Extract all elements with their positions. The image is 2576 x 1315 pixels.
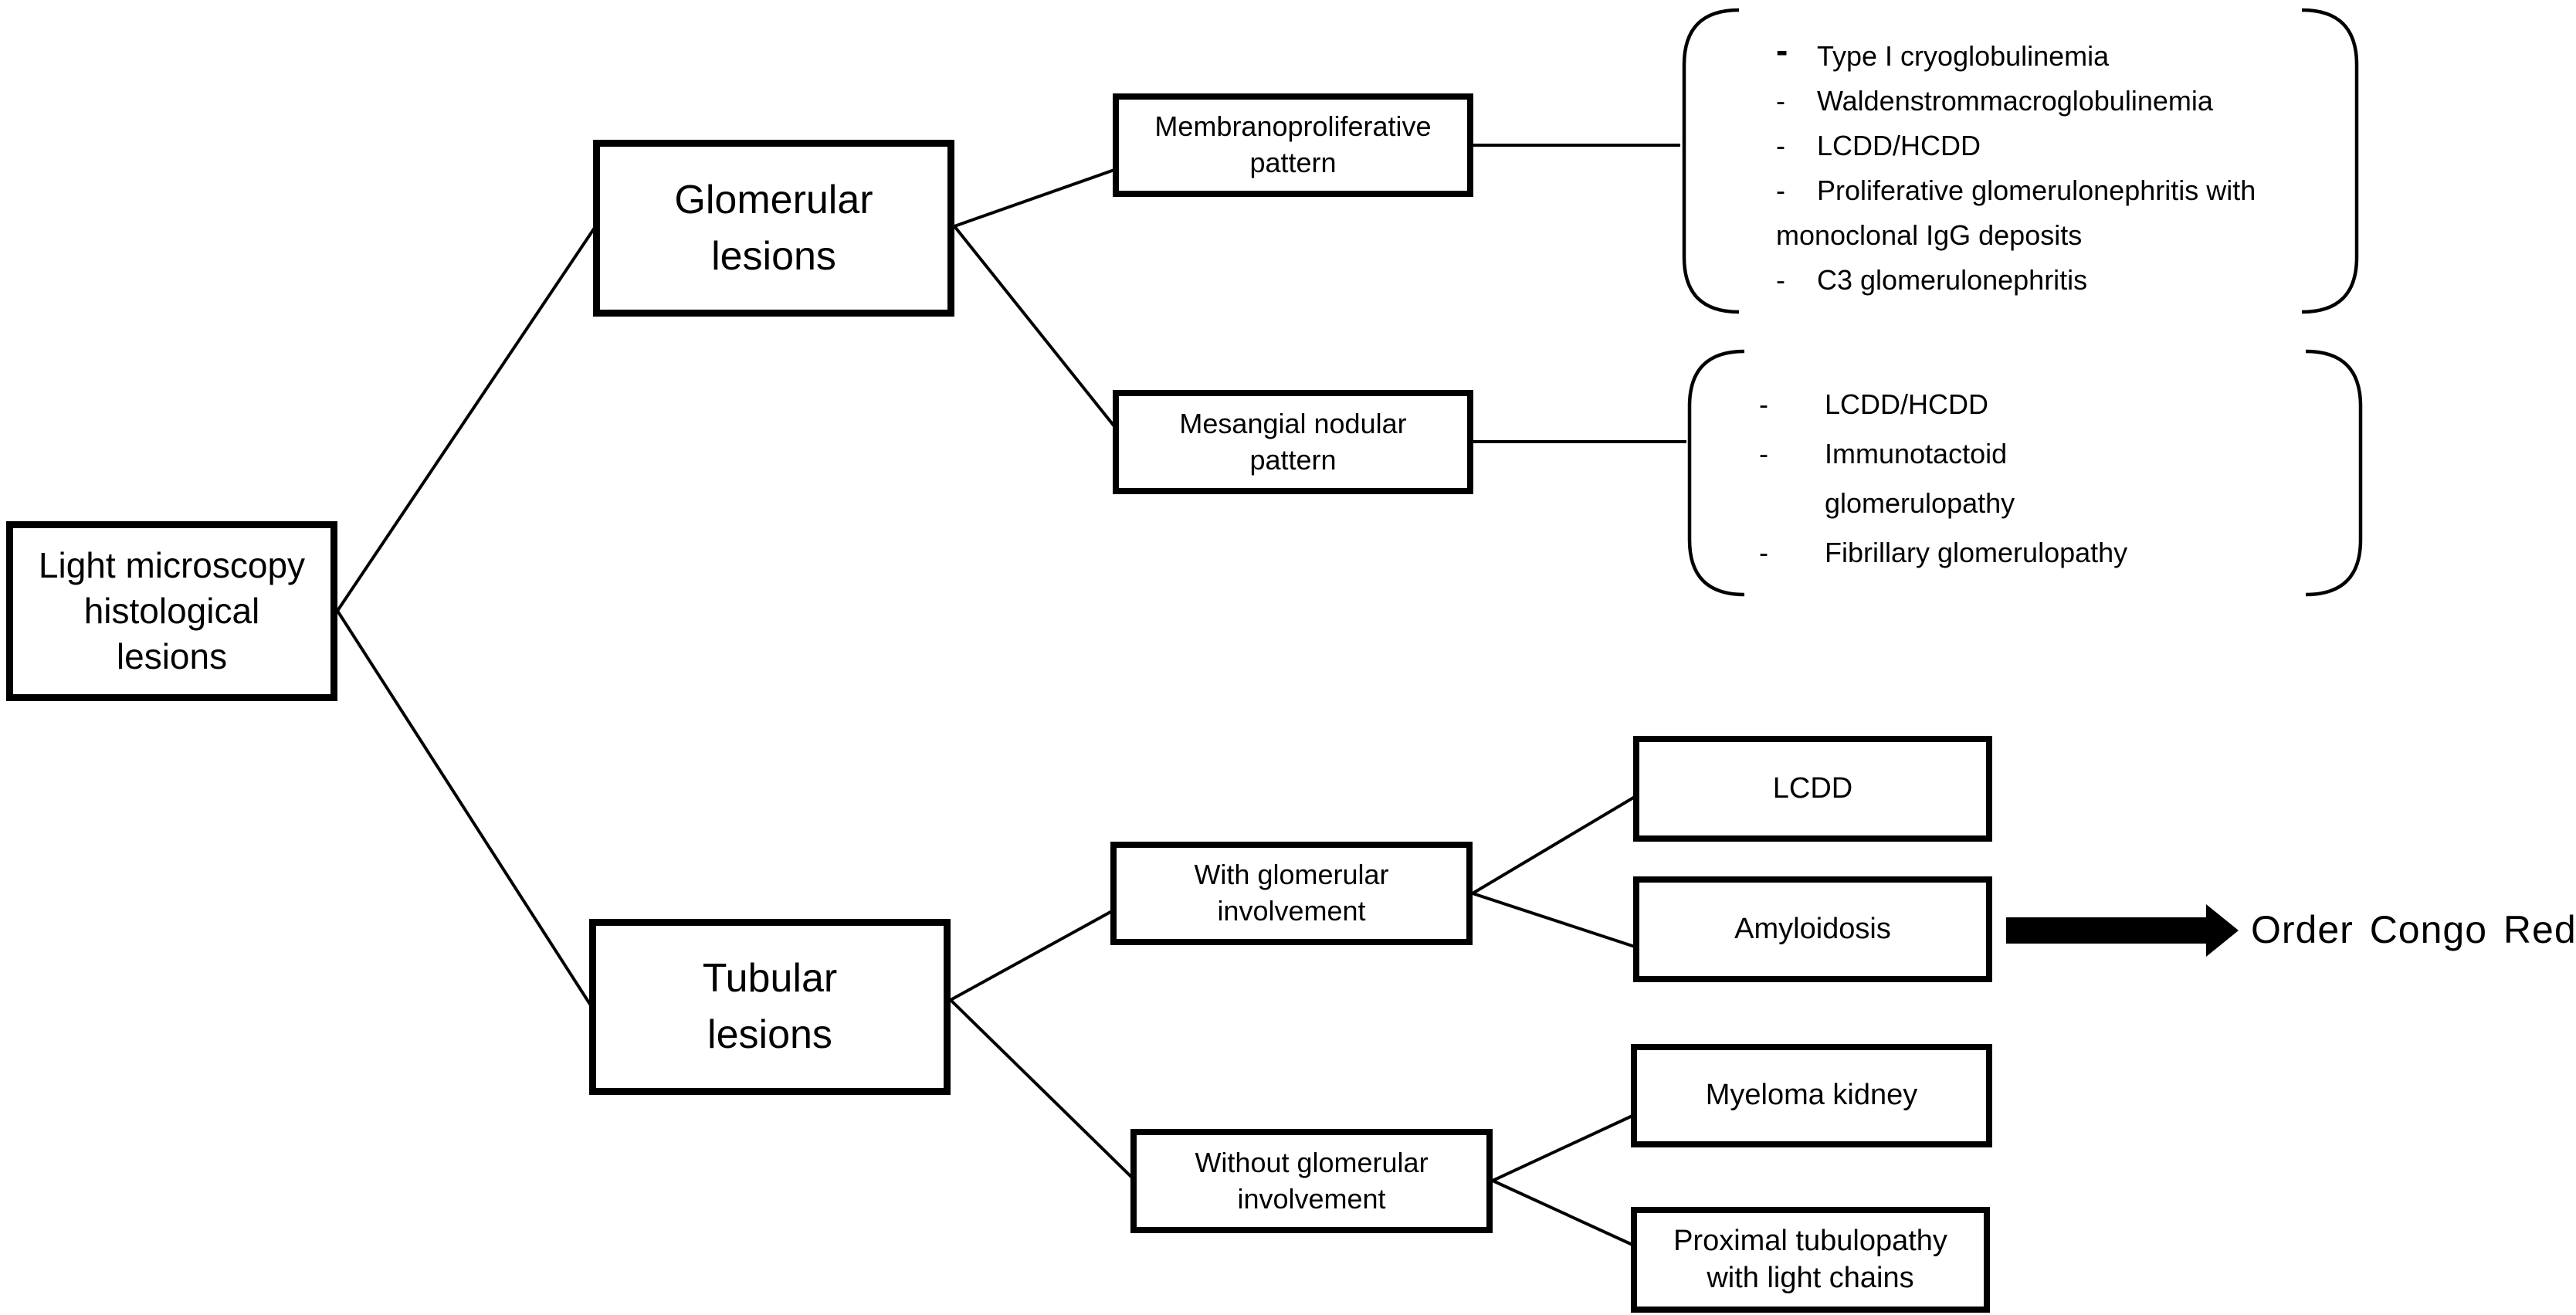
connector-tubular-without bbox=[949, 998, 1134, 1179]
bullet-dash: - bbox=[1759, 438, 1768, 469]
right-bracket-icon bbox=[2305, 349, 2363, 597]
list-item: -Waldenstrommacroglobulinemia bbox=[1776, 79, 2347, 124]
without-glomerular-involvement-node: Without glomerular involvement bbox=[1130, 1129, 1493, 1233]
connector-tubular-with bbox=[950, 910, 1113, 1002]
amyloidosis-label: Amyloidosis bbox=[1734, 912, 1891, 945]
bullet-dash: - bbox=[1776, 85, 1785, 117]
list-item-text: Fibrillary glomerulopathy bbox=[1825, 537, 2128, 568]
myeloma-kidney-label: Myeloma kidney bbox=[1705, 1079, 1918, 1112]
mesangial-nodular-pattern-label: Mesangial nodular pattern bbox=[1179, 407, 1407, 476]
connector-with-amyloidosis bbox=[1472, 892, 1635, 948]
list-item-text: Proliferative glomerulonephritis with mo… bbox=[1776, 175, 2256, 251]
bullet-dash: - bbox=[1776, 30, 1788, 70]
connector-without-proximal bbox=[1492, 1179, 1633, 1246]
with-glomerular-involvement-node: With glomerular involvement bbox=[1110, 842, 1473, 945]
connector-root-tubular bbox=[336, 609, 592, 1007]
list-item: -C3 glomerulonephritis bbox=[1776, 258, 2347, 303]
membranoproliferative-pattern-node: Membranoproliferative pattern bbox=[1113, 93, 1473, 197]
list-item: - LCDD/HCDD bbox=[1776, 124, 2347, 168]
membranoproliferative-diagnoses-list: -Type I cryoglobulinemia -Waldenstrommac… bbox=[1776, 28, 2347, 303]
bullet-dash: - bbox=[1776, 264, 1785, 296]
lcdd-node: LCDD bbox=[1633, 736, 1992, 842]
list-item-text: LCDD/HCDD bbox=[1825, 388, 1989, 420]
glomerular-lesions-node: Glomerular lesions bbox=[593, 140, 954, 317]
without-glomerular-involvement-label: Without glomerular involvement bbox=[1195, 1146, 1429, 1215]
list-item: - Fibrillary glomerulopathy bbox=[1759, 528, 2300, 578]
amyloidosis-node: Amyloidosis bbox=[1633, 876, 1992, 982]
left-bracket-icon bbox=[1682, 8, 1740, 314]
tubular-lesions-label: Tubular lesions bbox=[702, 956, 838, 1057]
list-item-text: Type I cryoglobulinemia bbox=[1817, 40, 2110, 72]
bullet-dash: - bbox=[1759, 388, 1768, 420]
myeloma-kidney-node: Myeloma kidney bbox=[1631, 1044, 1992, 1147]
connector-glomerular-membranoproliferative bbox=[954, 168, 1115, 228]
proximal-tubulopathy-label: Proximal tubulopathy with light chains bbox=[1673, 1225, 1947, 1294]
root-node: Light microscopy histological lesions bbox=[6, 521, 337, 701]
list-item-text: Waldenstrommacroglobulinemia bbox=[1817, 85, 2213, 117]
list-item-text: LCDD/HCDD bbox=[1817, 130, 1981, 161]
lcdd-label: LCDD bbox=[1772, 771, 1853, 805]
bullet-dash: - bbox=[1759, 537, 1768, 568]
list-item: -Type I cryoglobulinemia bbox=[1776, 28, 2347, 79]
connector-without-myeloma bbox=[1492, 1114, 1633, 1182]
congo-red-arrow-icon bbox=[2006, 904, 2239, 957]
left-bracket-icon bbox=[1687, 349, 1745, 597]
list-item: -Proliferative glomerulonephritis with m… bbox=[1776, 168, 2347, 258]
with-glomerular-involvement-label: With glomerular involvement bbox=[1194, 859, 1389, 927]
proximal-tubulopathy-node: Proximal tubulopathy with light chains bbox=[1631, 1207, 1990, 1313]
bullet-dash: - bbox=[1776, 130, 1785, 161]
membranoproliferative-pattern-label: Membranoproliferative pattern bbox=[1154, 110, 1432, 178]
list-item-text: Immunotactoid glomerulopathy bbox=[1825, 438, 2015, 519]
list-item: - LCDD/HCDD bbox=[1759, 380, 2300, 429]
tubular-lesions-node: Tubular lesions bbox=[589, 919, 951, 1095]
order-congo-red-label: Order Congo Red bbox=[2251, 908, 2576, 951]
connector-glomerular-mesangial bbox=[953, 225, 1116, 428]
bullet-dash: - bbox=[1776, 175, 1785, 206]
list-item-text: C3 glomerulonephritis bbox=[1817, 264, 2088, 296]
connector-root-glomerular bbox=[336, 226, 596, 612]
root-label: Light microscopy histological lesions bbox=[38, 545, 306, 676]
list-item: - Immunotactoid glomerulopathy bbox=[1759, 429, 2300, 528]
mesangial-nodular-pattern-node: Mesangial nodular pattern bbox=[1113, 390, 1473, 494]
connector-with-lcdd bbox=[1471, 795, 1636, 895]
glomerular-lesions-label: Glomerular lesions bbox=[674, 177, 873, 279]
mesangial-diagnoses-list: - LCDD/HCDD - Immunotactoid glomerulopathy… bbox=[1759, 380, 2300, 578]
